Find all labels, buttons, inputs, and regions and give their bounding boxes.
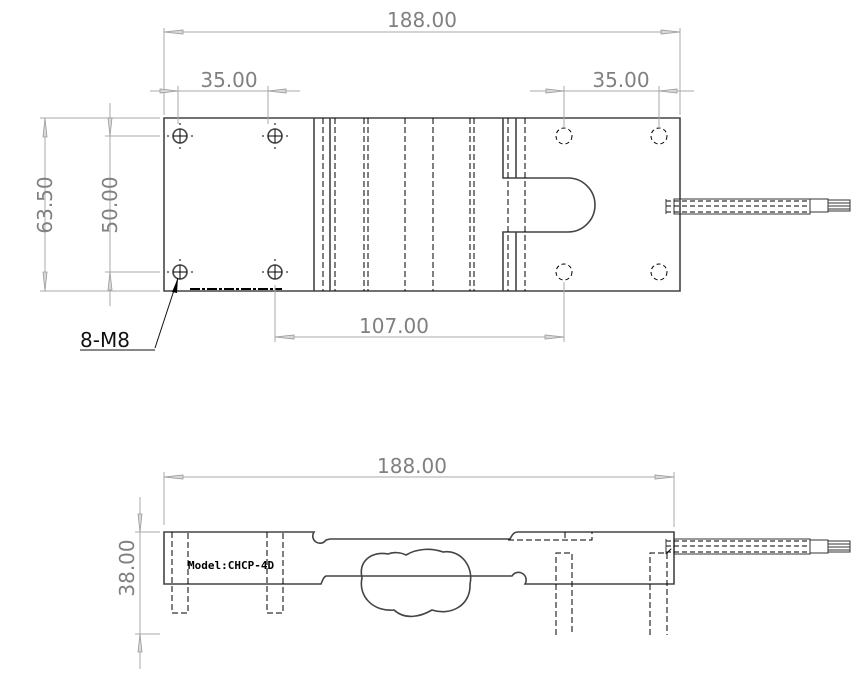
- hole-icon: [167, 123, 193, 149]
- dimension-overall-length-side: 188.00: [163, 454, 675, 527]
- top-view-hidden-lines: [322, 118, 526, 291]
- dimension-hole-row-spacing: 50.00: [98, 103, 160, 306]
- mounting-holes-right: [555, 127, 668, 281]
- dimension-label: 35.00: [200, 68, 257, 92]
- dimension-label: 35.00: [592, 68, 649, 92]
- side-view-hidden-lines: [171, 532, 673, 635]
- dimension-hole-spacing-left: 35.00: [150, 68, 300, 124]
- dimension-label: 38.00: [115, 539, 139, 596]
- dimension-hole-spacing-right: 35.00: [530, 68, 694, 128]
- dimension-overall-width: 63.50: [33, 117, 160, 292]
- dimension-height: 38.00: [115, 497, 160, 669]
- top-view-body-outline: [163, 117, 681, 292]
- dimension-label: 188.00: [387, 8, 457, 32]
- hole-callout-leader: 8-M8: [80, 277, 179, 352]
- dimension-label: 63.50: [33, 176, 57, 233]
- dimension-overall-length-top: 188.00: [163, 8, 681, 115]
- mounting-holes-left: [167, 123, 288, 290]
- hole-icon: [262, 123, 288, 149]
- side-view-body-outline: [163, 531, 675, 585]
- model-label: Model:CHCP-4D: [188, 559, 274, 572]
- side-view: Model:CHCP-4D 188.00: [115, 454, 851, 669]
- hole-callout-label: 8-M8: [80, 328, 130, 352]
- dimension-hole-group-offset: 107.00: [274, 282, 565, 342]
- binocular-hole: [360, 548, 472, 618]
- dimension-label: 188.00: [377, 454, 447, 478]
- hole-icon: [167, 259, 193, 280]
- cable-icon: [665, 198, 851, 215]
- top-view: 188.00 35.00 35.00 63.50: [33, 8, 851, 352]
- hole-icon: [262, 259, 288, 280]
- dimension-label: 107.00: [359, 314, 429, 338]
- cable-icon: [665, 538, 851, 555]
- dimension-label: 50.00: [98, 176, 122, 233]
